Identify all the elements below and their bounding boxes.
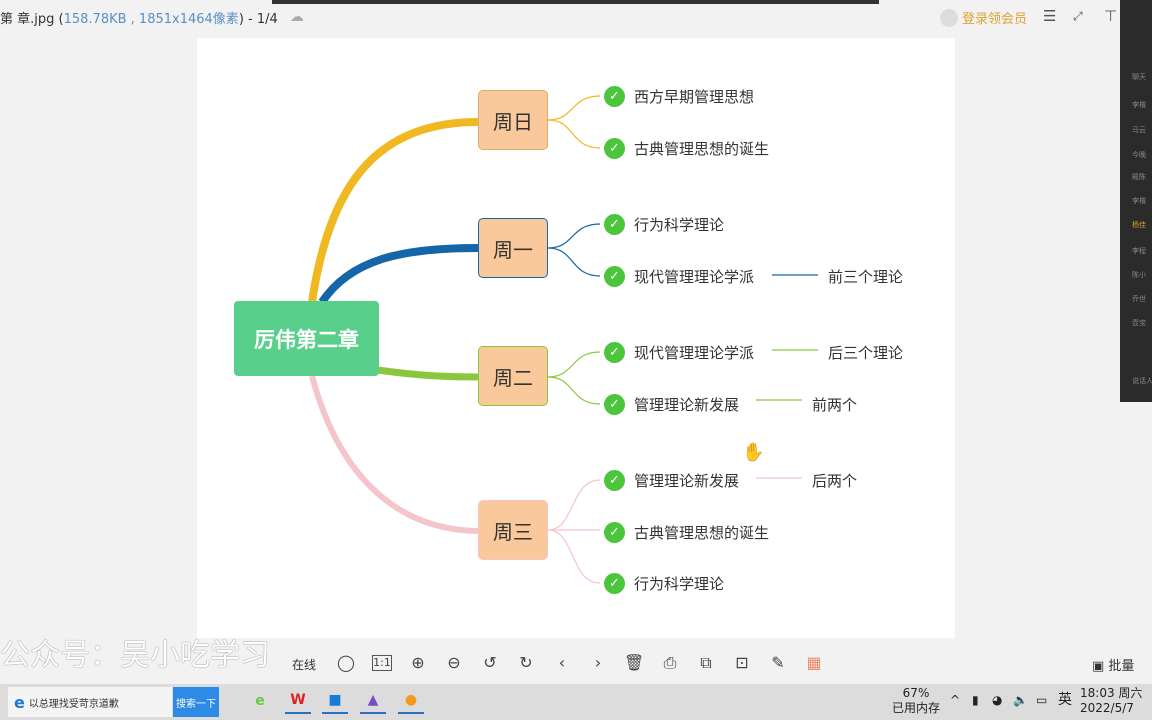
panel-item[interactable]: 壶宝 xyxy=(1132,319,1146,327)
title-bar: 第 章.jpg (158.78KB , 1851x1464像素) - 1/4 ☁ xyxy=(0,0,930,34)
login-label: 登录领会员 xyxy=(962,12,1028,27)
zoom-out-icon[interactable]: ⊖ xyxy=(447,653,461,672)
file-title: 第 章.jpg (158.78KB , 1851x1464像素) - 1/4 xyxy=(0,11,278,27)
watermark: 公众号：吴小吃学习 xyxy=(0,638,270,673)
login-button[interactable]: 登录领会员 xyxy=(940,8,1027,27)
pin-icon[interactable]: ⊤ xyxy=(1104,7,1118,25)
branch-sunday xyxy=(308,118,479,303)
check-icon: ✓ xyxy=(604,341,625,363)
topic-note[interactable]: 前三个理论 xyxy=(828,268,904,286)
panel-item[interactable]: 殿陈 xyxy=(1132,173,1146,181)
panel-item[interactable]: 杨佳 xyxy=(1132,221,1146,229)
topic-item[interactable]: ✓ 现代管理理论学派 xyxy=(604,265,754,287)
memory-indicator[interactable]: 67%已用内存 xyxy=(892,686,941,715)
crop-icon[interactable]: ⊡ xyxy=(735,653,749,672)
chevron-up-icon[interactable]: ^ xyxy=(950,693,961,707)
overlay-bar xyxy=(272,0,879,4)
rotate-left-icon[interactable]: ↺ xyxy=(483,653,497,672)
photo-app-icon[interactable]: ▲ xyxy=(360,688,386,714)
edit-icon[interactable]: ✎ xyxy=(771,653,785,672)
day-node-monday[interactable]: 周一 xyxy=(478,218,548,278)
panel-item[interactable]: 聊天 xyxy=(1132,73,1146,81)
day-node-tuesday[interactable]: 周二 xyxy=(478,346,548,406)
fullscreen-icon[interactable]: ⤢ xyxy=(1073,9,1083,23)
topic-label: 西方早期管理思想 xyxy=(634,87,755,106)
topic-label: 古典管理思想的诞生 xyxy=(634,523,770,542)
apps-icon[interactable]: ▦ xyxy=(806,653,822,672)
topic-label: 行为科学理论 xyxy=(634,215,725,234)
branch-monday xyxy=(318,244,479,305)
check-icon: ✓ xyxy=(604,85,625,107)
topic-label: 管理理论新发展 xyxy=(634,395,740,414)
panel-item[interactable]: 说话人 xyxy=(1132,377,1152,385)
mindmap-root[interactable]: 厉伟第二章 xyxy=(234,301,379,376)
convert-icon[interactable]: ⧉ xyxy=(700,653,712,672)
app-icon[interactable]: ■ xyxy=(322,688,348,714)
panel-item[interactable]: 今晚 xyxy=(1132,151,1146,159)
viewer-app-icon[interactable]: ● xyxy=(398,688,424,714)
check-icon: ✓ xyxy=(604,469,625,491)
search-button[interactable]: 搜索一下 xyxy=(173,687,219,717)
previous-icon[interactable]: ‹ xyxy=(558,653,566,672)
phone-icon[interactable]: ▮ xyxy=(972,693,979,707)
check-icon: ✓ xyxy=(604,393,625,415)
topic-note[interactable]: 前两个 xyxy=(812,396,858,414)
topic-label: 行为科学理论 xyxy=(634,574,725,593)
panel-item[interactable]: 李楷 xyxy=(1132,101,1146,109)
check-icon: ✓ xyxy=(604,521,625,543)
topic-note[interactable]: 后三个理论 xyxy=(828,344,904,362)
check-icon: ✓ xyxy=(604,213,625,235)
check-icon: ✓ xyxy=(604,137,625,159)
print-icon[interactable]: ⎙ xyxy=(663,653,677,672)
hand-cursor-icon: ✋ xyxy=(742,442,765,463)
topic-item[interactable]: ✓ 行为科学理论 xyxy=(604,572,724,594)
topic-label: 现代管理理论学派 xyxy=(634,343,755,362)
topic-label: 管理理论新发展 xyxy=(634,471,740,490)
panel-item[interactable]: 李程 xyxy=(1132,247,1146,255)
qq-icon[interactable]: ◕ xyxy=(992,693,1003,707)
topic-item[interactable]: ✓ 古典管理思想的诞生 xyxy=(604,521,769,543)
topic-label: 现代管理理论学派 xyxy=(634,267,755,286)
battery-icon[interactable]: ▭ xyxy=(1036,693,1048,707)
menu-icon[interactable]: ☰ xyxy=(1043,7,1057,25)
day-node-wednesday[interactable]: 周三 xyxy=(478,500,548,560)
cloud-upload-icon[interactable]: ☁ xyxy=(289,9,304,25)
panel-item[interactable]: 陈小 xyxy=(1132,271,1146,279)
volume-icon[interactable]: 🔈 xyxy=(1013,693,1028,707)
panel-item[interactable]: 马云 xyxy=(1132,126,1146,134)
topic-item[interactable]: ✓ 古典管理思想的诞生 xyxy=(604,137,769,159)
check-icon: ✓ xyxy=(604,265,625,287)
ie-icon: e xyxy=(14,692,25,712)
watermark-small: 在线 xyxy=(292,658,317,672)
topic-item[interactable]: ✓ 管理理论新发展 xyxy=(604,469,739,491)
batch-button[interactable]: ▣ 批量 xyxy=(1092,659,1135,674)
panel-item[interactable]: 乔世 xyxy=(1132,295,1146,303)
rotate-right-icon[interactable]: ↻ xyxy=(519,653,533,672)
topic-item[interactable]: ✓ 现代管理理论学派 xyxy=(604,341,754,363)
avatar xyxy=(940,8,958,27)
panel-item[interactable]: 李楷 xyxy=(1132,197,1146,205)
ime-indicator[interactable]: 英 xyxy=(1058,692,1072,708)
right-chat-panel: 聊天 李楷 马云 今晚 殿陈 李楷 杨佳 李程 陈小 乔世 壶宝 说话人 xyxy=(1120,0,1152,402)
branch-wednesday xyxy=(309,375,479,534)
actual-size-icon[interactable]: 1:1 xyxy=(372,655,392,671)
topic-item[interactable]: ✓ 管理理论新发展 xyxy=(604,393,739,415)
search-placeholder: 以总理找受苛京道歉 xyxy=(28,698,119,710)
browser-app-icon[interactable]: e xyxy=(255,693,265,709)
topic-item[interactable]: ✓ 行为科学理论 xyxy=(604,213,724,235)
topic-item[interactable]: ✓ 西方早期管理思想 xyxy=(604,85,754,107)
wps-app-icon[interactable]: W xyxy=(285,688,311,714)
day-node-sunday[interactable]: 周日 xyxy=(478,90,548,150)
next-icon[interactable]: › xyxy=(594,653,602,672)
check-icon: ✓ xyxy=(604,572,625,594)
topic-label: 古典管理思想的诞生 xyxy=(634,139,770,158)
branch-tuesday xyxy=(377,366,479,381)
topic-note[interactable]: 后两个 xyxy=(812,472,858,490)
zoom-in-icon[interactable]: ⊕ xyxy=(411,653,425,672)
delete-icon[interactable]: 🗑 xyxy=(624,653,645,672)
mouse-icon[interactable]: ◯ xyxy=(337,653,355,672)
